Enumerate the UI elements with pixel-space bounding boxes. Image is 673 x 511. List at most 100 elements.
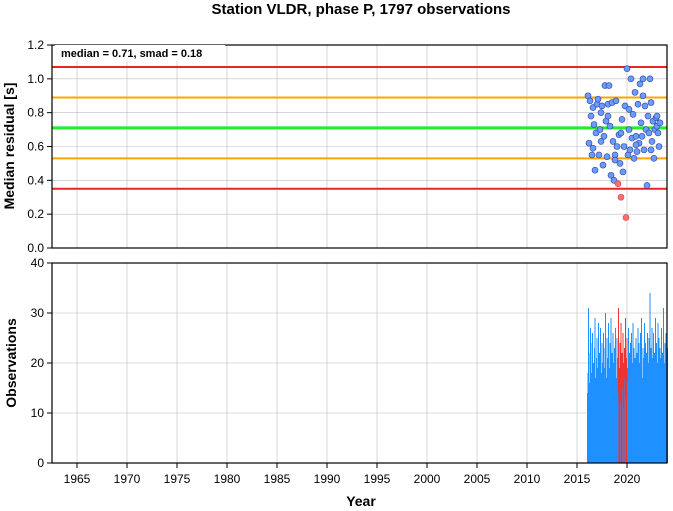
residual-point [640,146,648,154]
residual-point [646,75,654,83]
residual-point [644,112,652,120]
x-tick-label: 2000 [414,472,441,486]
residual-point [639,92,647,100]
observation-bar [625,318,626,463]
year-x-ticks: 1965 1970 1975 1980 1985 1990 1995 2000 2005 2010… [64,463,641,486]
residual-y-tick-label: 0.0 [27,241,44,255]
stats-annotation-box [55,45,225,61]
observations-y-tick-label: 10 [31,406,45,420]
residual-point [626,146,634,154]
residual-point [616,160,624,167]
x-tick-label: 1965 [64,472,91,486]
residual-panel: 0.00.20.40.60.81.01.2 Median residual [s… [1,38,668,255]
residual-point [618,116,626,123]
outlier-point [614,180,622,188]
observation-bar [649,293,651,463]
residual-point [647,99,655,106]
residual-point [600,133,608,140]
observation-bar [655,318,656,463]
residual-y-tick-label: 0.8 [27,106,44,120]
residual-point [639,75,647,83]
residual-y-tick-label: 1.2 [27,38,44,52]
residual-point [603,153,611,160]
residual-point [613,143,621,150]
residual-point [588,151,596,159]
residual-point [620,143,628,150]
residual-point [633,148,641,155]
residual-point [641,102,649,110]
observation-bar [588,308,589,463]
residual-point [612,97,620,105]
observation-bar [599,353,600,463]
residual-point [623,65,631,72]
outlier-point [622,214,630,221]
observation-bar [590,328,591,463]
residual-point [643,182,651,189]
x-tick-label: 1970 [114,472,141,486]
residual-point [625,126,633,133]
residual-point [636,80,644,88]
x-tick-label: 1985 [264,472,291,486]
residual-point [597,109,605,116]
observations-y-tick-label: 40 [31,256,45,270]
residual-point [630,155,638,162]
residual-y-tick-label: 0.4 [27,173,44,187]
residual-point [597,138,605,145]
residual-point [625,105,633,113]
residual-point [645,129,653,137]
residual-point [647,146,655,154]
residual-y-ticks: 0.00.20.40.60.81.01.2 [27,38,52,255]
observations-y-tick-label: 30 [31,306,45,320]
residual-y-tick-label: 0.6 [27,140,44,154]
residual-point [631,89,639,96]
outlier-point [617,193,625,201]
x-tick-label: 1995 [364,472,391,486]
residual-point [585,139,593,147]
residual-point [587,112,595,120]
residual-point [656,119,664,127]
observation-bar [618,308,619,463]
residual-point [604,112,612,120]
x-tick-label: 2015 [564,472,591,486]
residual-point [617,129,625,137]
x-tick-label: 1975 [164,472,191,486]
observation-bar [596,338,598,463]
observation-bar [606,338,608,463]
residual-point [609,138,617,145]
observation-bar [605,313,606,463]
x-tick-label: 1990 [314,472,341,486]
residual-point [595,151,603,159]
observations-y-axis-label: Observations [3,318,19,408]
residual-reference-lines [52,65,667,190]
residual-y-axis-label: Median residual [s] [1,83,17,210]
x-axis-label: Year [346,493,376,509]
x-tick-label: 2010 [514,472,541,486]
chart-title: Station VLDR, phase P, 1797 observations [212,1,511,18]
residual-point [634,100,642,108]
residual-point [607,171,615,179]
residual-point [591,166,599,174]
observations-y-tick-label: 20 [31,356,45,370]
residual-point [599,161,607,169]
residual-point [655,143,663,150]
residual-point [605,82,613,89]
observations-y-tick-label: 0 [37,456,44,470]
residual-point [606,122,614,130]
observations-y-ticks: 0 10 20 30 40 [31,256,52,470]
observations-bars [587,293,668,463]
residual-point [654,129,662,137]
residual-point [590,121,598,128]
stats-annotation: median = 0.71, smad = 0.18 [61,48,202,60]
residual-point [611,156,619,164]
x-tick-label: 1980 [214,472,241,486]
x-tick-label: 2005 [464,472,491,486]
observation-bar [610,318,612,463]
residual-point [632,141,640,149]
observation-bar [663,308,664,463]
residual-point [648,138,656,145]
residual-points [584,65,664,221]
x-tick-label: 2020 [614,472,641,486]
observations-panel: 0 10 20 30 40 1965 1970 1975 1980 1985 1990 1995 20… [3,256,668,509]
residual-point [619,168,627,176]
